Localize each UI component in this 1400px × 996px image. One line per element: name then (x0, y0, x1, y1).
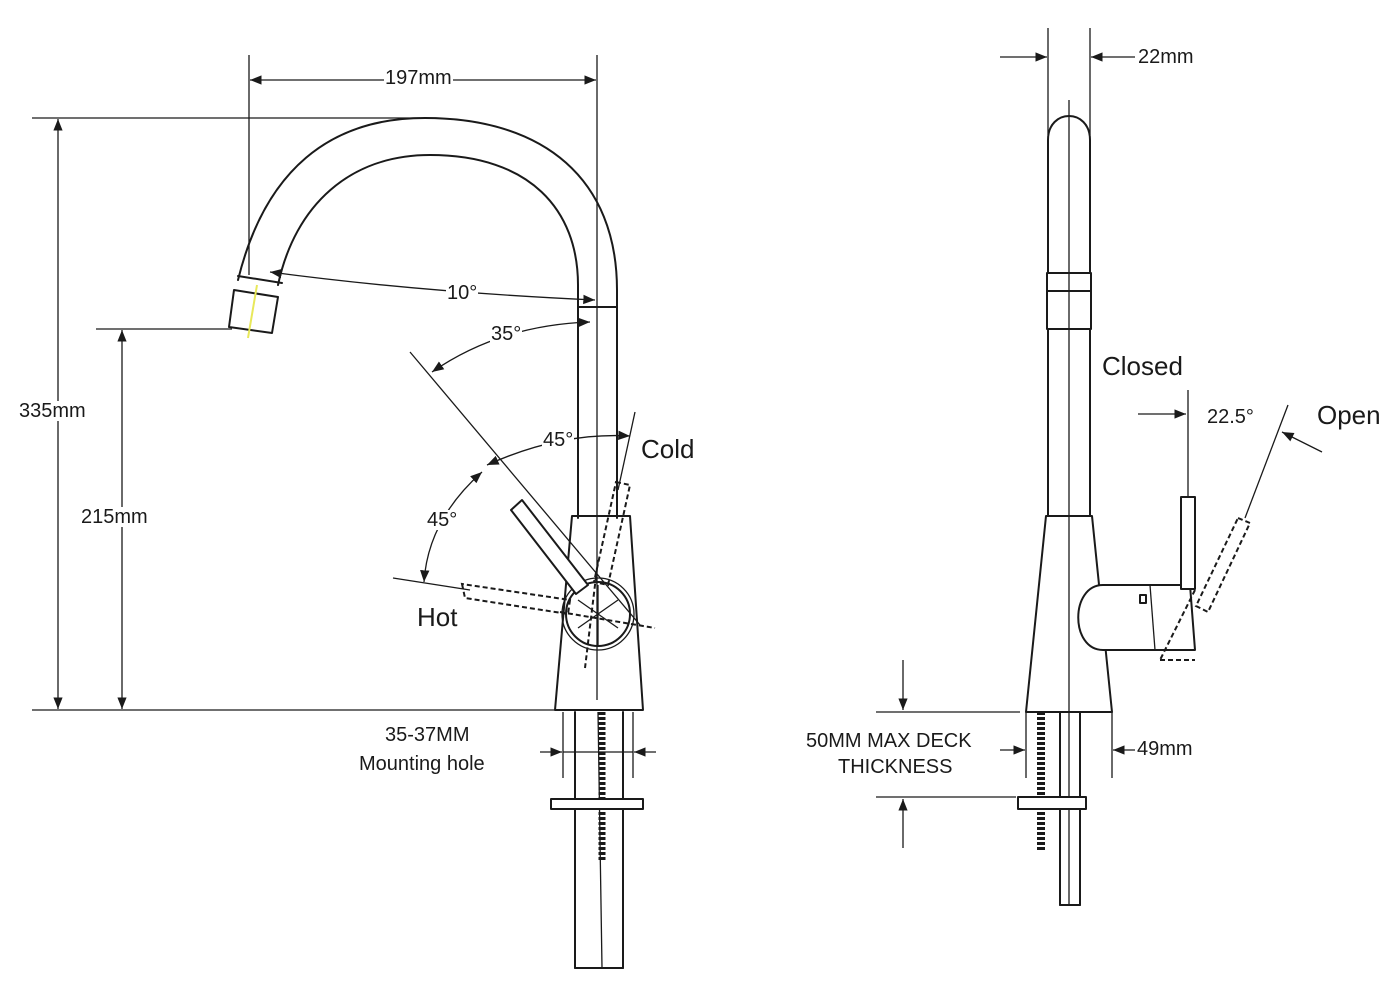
mounting-text-label: Mounting hole (358, 753, 486, 775)
mounting-size-label: 35-37MM (384, 724, 471, 746)
base-width-label: 49mm (1136, 738, 1194, 760)
open-lever-position (1194, 516, 1252, 614)
angle-45-top-label: 45° (542, 429, 575, 451)
open-label: Open (1317, 400, 1381, 430)
closed-label: Closed (1102, 351, 1183, 381)
side-view (876, 28, 1323, 906)
deck-thickness-line2: THICKNESS (837, 756, 954, 778)
lever-handle (510, 499, 589, 595)
deck-thickness-line1: 50MM MAX DECK (805, 730, 973, 752)
tube-diameter-label: 22mm (1137, 46, 1195, 68)
side-handle-body (1077, 584, 1196, 651)
spout-angle-label: 10° (446, 282, 479, 304)
front-view (32, 55, 656, 969)
mounting-nut (550, 798, 644, 810)
side-mounting-nut (1017, 796, 1087, 810)
hot-lever-position (460, 582, 572, 616)
height-dimension-label: 335mm (18, 400, 87, 422)
spout-inner-curve (277, 154, 579, 301)
handle-angle-label: 22.5° (1206, 406, 1255, 428)
cold-lever-position (592, 480, 632, 587)
angle-45-side-label: 45° (426, 509, 459, 531)
angle-35-label: 35° (490, 323, 523, 345)
spout-height-label: 215mm (80, 506, 149, 528)
faucet-base (554, 515, 644, 711)
spout-outer-curve (237, 117, 618, 301)
width-dimension-label: 197mm (384, 67, 453, 89)
cold-label: Cold (641, 434, 695, 464)
closed-lever (1180, 496, 1196, 590)
hot-label: Hot (417, 602, 458, 632)
